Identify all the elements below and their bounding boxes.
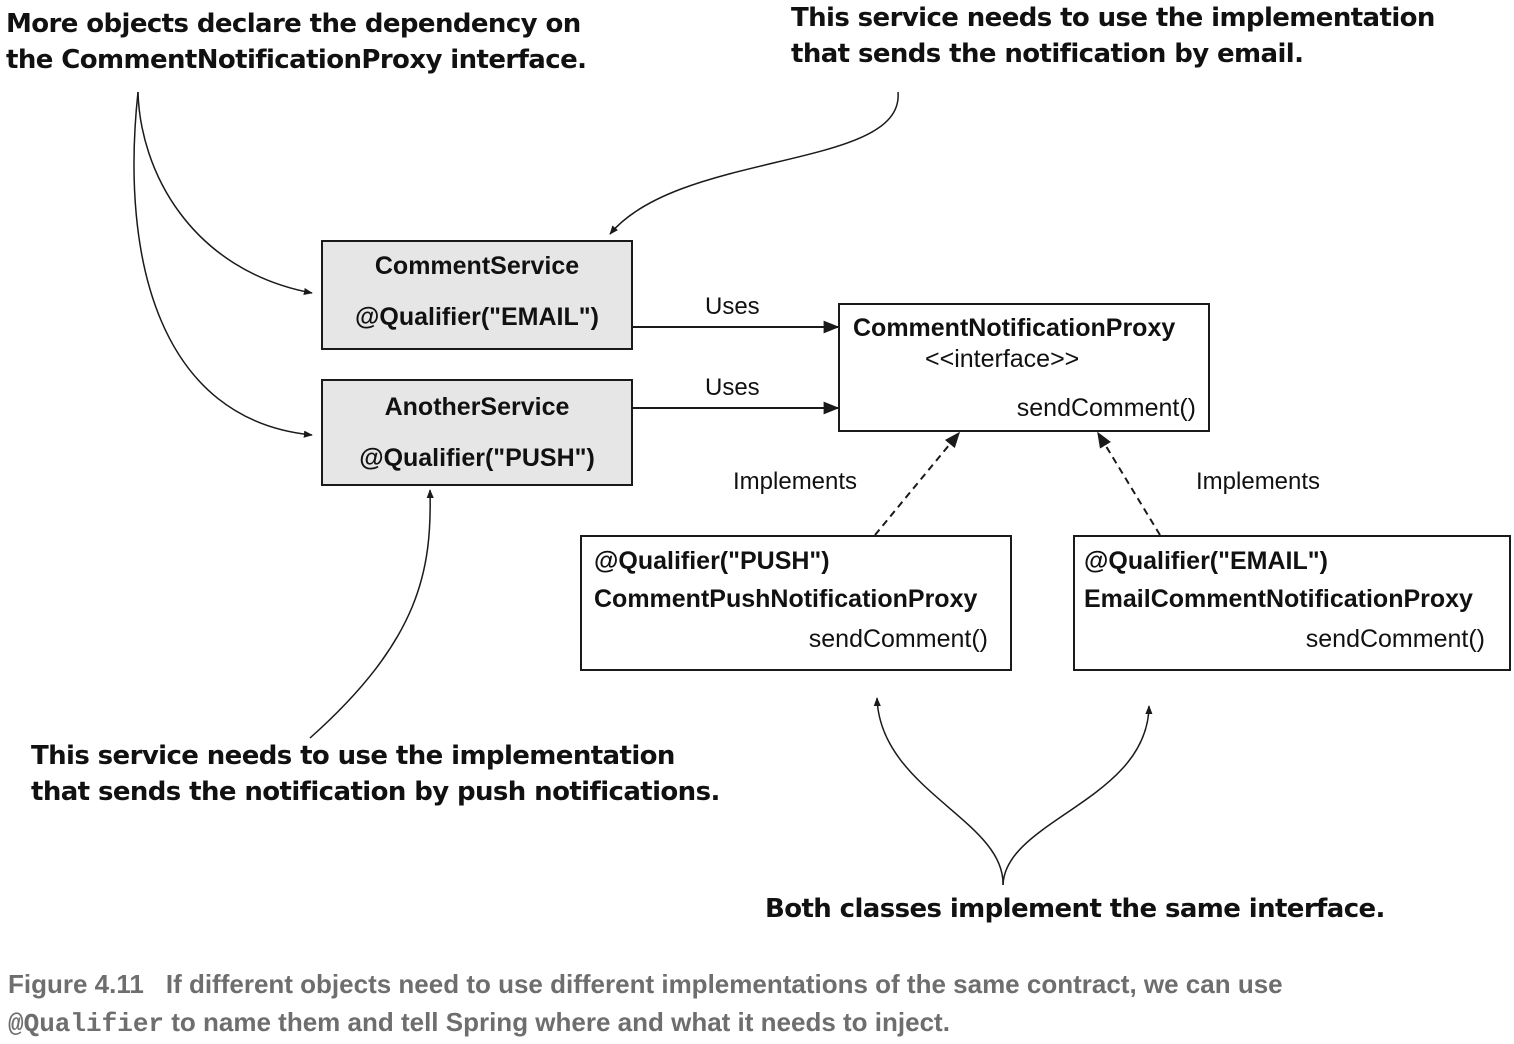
- push-notification-proxy-box: @Qualifier("PUSH") CommentPushNotificati…: [580, 535, 1012, 671]
- push-impl-method: sendComment(): [808, 625, 988, 653]
- callout-same-interface: Both classes implement the same interfac…: [765, 891, 1385, 927]
- comment-service-name: CommentService: [374, 252, 580, 280]
- push-impl-qualifier: @Qualifier("PUSH"): [594, 547, 830, 575]
- figure-number: Figure 4.11: [8, 969, 144, 999]
- another-service-name: AnotherService: [384, 393, 570, 421]
- callout-push-implementation: This service needs to use the implementa…: [31, 738, 720, 810]
- caption-code: @Qualifier: [8, 1009, 165, 1039]
- callout-line: that sends the notification by email.: [791, 39, 1304, 69]
- callout-dependency-declaration: More objects declare the dependency on t…: [6, 6, 587, 78]
- caption-text: If different objects need to use differe…: [165, 969, 1283, 999]
- callout-email-implementation: This service needs to use the implementa…: [791, 0, 1435, 72]
- another-service-qualifier: @Qualifier("PUSH"): [359, 444, 595, 472]
- callout-line: Both classes implement the same interfac…: [765, 894, 1385, 924]
- uses-label: Uses: [705, 293, 760, 320]
- uses-label: Uses: [705, 374, 760, 401]
- comment-service-qualifier: @Qualifier("EMAIL"): [355, 303, 599, 331]
- comment-notification-proxy-interface-box: CommentNotificationProxy <<interface>> s…: [838, 303, 1210, 432]
- leader-curve-email-callout: [609, 91, 899, 235]
- implements-arrow-push: [874, 431, 961, 536]
- leader-curve-push-callout: [309, 489, 434, 739]
- callout-line: This service needs to use the implementa…: [791, 3, 1435, 33]
- implements-arrow-email: [1097, 431, 1161, 536]
- callout-line: that sends the notification by push noti…: [31, 777, 720, 807]
- leader-curve-to-another-service: [133, 91, 313, 438]
- leader-curve-both-to-push: [873, 697, 1004, 886]
- comment-service-box: CommentService @Qualifier("EMAIL"): [321, 240, 633, 350]
- interface-method: sendComment(): [1016, 394, 1196, 422]
- email-notification-proxy-box: @Qualifier("EMAIL") EmailCommentNotifica…: [1073, 535, 1511, 671]
- email-impl-method: sendComment(): [1305, 625, 1485, 653]
- caption-text-continued: to name them and tell Spring where and w…: [164, 1007, 950, 1037]
- implements-label: Implements: [733, 468, 858, 495]
- leader-curve-to-comment-service: [137, 91, 313, 296]
- email-impl-name: EmailCommentNotificationProxy: [1084, 585, 1473, 613]
- interface-name: CommentNotificationProxy: [853, 314, 1176, 342]
- callout-line: More objects declare the dependency on: [6, 9, 581, 39]
- push-impl-name: CommentPushNotificationProxy: [594, 585, 978, 613]
- callout-line: the CommentNotificationProxy interface.: [6, 45, 587, 75]
- interface-stereotype: <<interface>>: [925, 345, 1080, 373]
- callout-line: This service needs to use the implementa…: [31, 741, 675, 771]
- another-service-box: AnotherService @Qualifier("PUSH"): [321, 379, 633, 486]
- figure-caption: Figure 4.11 If different objects need to …: [8, 965, 1508, 1043]
- email-impl-qualifier: @Qualifier("EMAIL"): [1084, 547, 1328, 575]
- leader-curve-both-to-email: [1002, 705, 1153, 886]
- implements-label: Implements: [1196, 468, 1321, 495]
